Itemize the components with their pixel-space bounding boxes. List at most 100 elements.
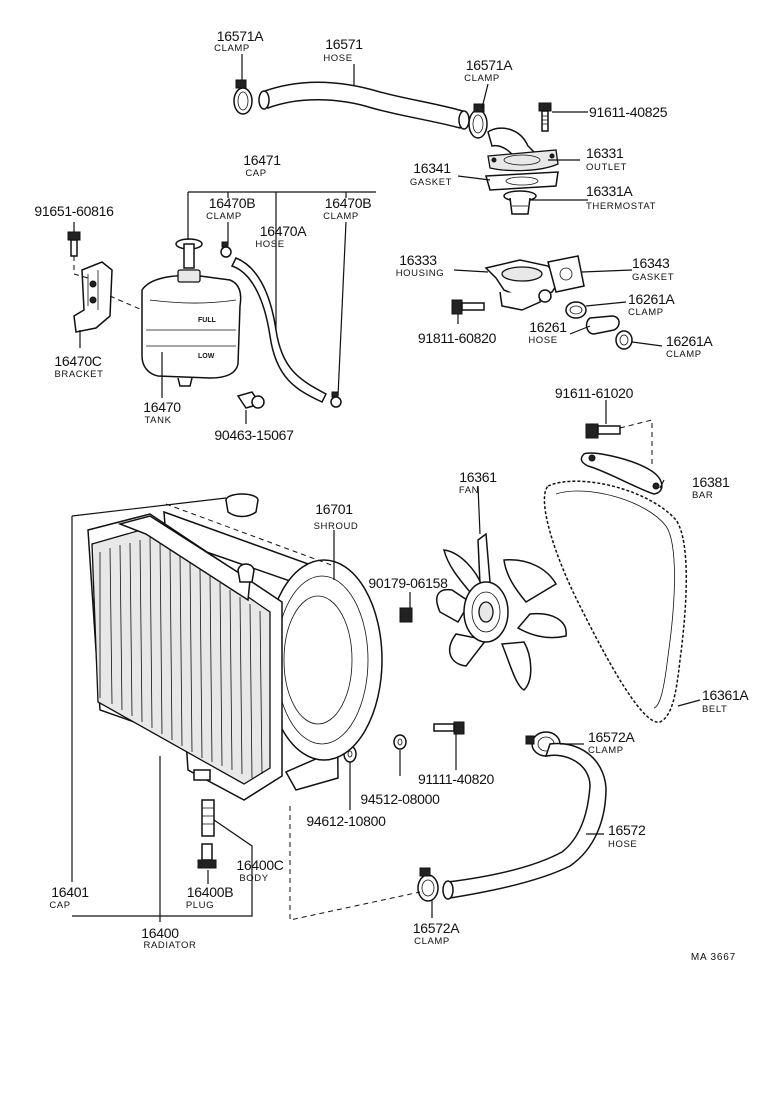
callout-91811-60820: 91811-60820 (418, 330, 497, 346)
tank-full-marking: FULL (198, 317, 217, 324)
part-name: PLUG (186, 900, 214, 911)
clamp-16261a-bottom-drawing (615, 330, 633, 350)
hose-16470a-drawing (230, 257, 327, 403)
callout-16261a-top: 16261A CLAMP (628, 291, 676, 318)
part-number: 16333 (399, 252, 437, 268)
callout-91651-60816: 91651-60816 (34, 203, 114, 219)
part-name: SHROUD (314, 521, 359, 532)
cap-16401-drawing (225, 493, 259, 518)
part-number: 16261 (529, 319, 567, 335)
bracket-16470c-drawing (73, 261, 113, 333)
part-name: HOSE (608, 839, 637, 850)
callout-16701: 16701 SHROUD (314, 501, 359, 532)
part-number: 16572A (588, 729, 635, 745)
part-name: CLAMP (628, 307, 664, 318)
part-name: GASKET (632, 272, 674, 283)
body-16400c-drawing (201, 799, 215, 837)
callout-16401: 16401 CAP (49, 884, 89, 911)
thermostat-16331a-drawing (503, 190, 537, 215)
bolt-91611-61020-drawing (585, 423, 621, 439)
hose-16571-drawing (258, 81, 470, 130)
part-name: BODY (239, 873, 268, 884)
part-number: 16261A (666, 333, 713, 349)
callout-16571a-right: 16571A CLAMP (464, 57, 513, 84)
callout-16261a-bottom: 16261A CLAMP (666, 333, 714, 360)
part-number: 16361 (459, 469, 497, 485)
bolt-91611-40825-drawing (538, 102, 552, 132)
bolt-90463-15067-drawing (236, 391, 265, 409)
part-number: 16331 (586, 145, 624, 161)
callout-16400b: 16400B PLUG (186, 884, 234, 911)
bar-16381-drawing (580, 452, 663, 495)
callout-90463-15067: 90463-15067 (214, 427, 294, 443)
callout-16333: 16333 HOUSING (396, 252, 445, 279)
part-name: HOSE (528, 335, 557, 346)
part-number: 16331A (586, 183, 633, 199)
part-name: HOSE (255, 239, 284, 250)
bolt-91651-60816-drawing (67, 231, 81, 257)
part-number: 16571A (466, 57, 513, 73)
part-number: 16343 (632, 255, 670, 271)
part-number: 91111-40820 (418, 771, 495, 787)
part-number: 91611-61020 (555, 385, 634, 401)
callout-16470c: 16470C BRACKET (54, 353, 103, 380)
part-number: 90463-15067 (214, 427, 294, 443)
part-number: 16470B (209, 195, 255, 211)
part-name: CAP (245, 168, 266, 179)
part-number: 16400 (141, 925, 179, 941)
clamp-16261a-top-drawing (565, 301, 587, 319)
callout-16381: 16381 BAR (692, 474, 730, 501)
belt-16361a-drawing (543, 480, 688, 723)
callout-16572: 16572 HOSE (608, 822, 646, 850)
callout-16400: 16400 RADIATOR (141, 925, 196, 951)
leader-lines (71, 54, 701, 922)
part-number: 16572 (608, 822, 646, 838)
part-number: 16341 (413, 160, 451, 176)
clamp-16470b-right-drawing (330, 391, 342, 408)
part-name: CLAMP (323, 211, 359, 222)
bolt-91111-40820-drawing (433, 721, 465, 735)
part-number: 94512-08000 (360, 791, 440, 807)
callout-91611-40825: 91611-40825 (589, 104, 668, 120)
clamp-16571a-left-drawing (233, 79, 253, 115)
clamp-16572a-bottom-drawing (417, 867, 439, 902)
callout-16571a-top: 16571A CLAMP (214, 28, 264, 54)
plug-16400b-drawing (197, 843, 217, 869)
part-number: 91651-60816 (34, 203, 114, 219)
drawing-code: MA 3667 (691, 952, 736, 963)
callout-94512-08000: 94512-08000 (360, 791, 440, 807)
part-name: RADIATOR (143, 940, 196, 951)
callout-16361a: 16361A BELT (702, 687, 750, 715)
callout-16331a: 16331A THERMOSTAT (586, 183, 656, 212)
callout-16572a-bottom: 16572A CLAMP (413, 920, 461, 947)
clamp-16470b-left-drawing (220, 241, 232, 258)
callout-16471: 16471 CAP (243, 152, 281, 179)
part-number: 16400C (236, 857, 283, 873)
gasket-16343-drawing (547, 255, 585, 293)
part-name: HOUSING (396, 268, 445, 279)
callout-16572a-top: 16572A CLAMP (588, 729, 636, 756)
part-number: 16470A (260, 223, 307, 239)
hose-16572-drawing (442, 742, 607, 900)
cap-16471-drawing (175, 238, 203, 269)
part-name: THERMOSTAT (586, 201, 656, 212)
part-number: 16470B (325, 195, 371, 211)
shroud-16701-drawing (163, 510, 383, 791)
callout-16261: 16261 HOSE (528, 319, 567, 346)
part-name: CLAMP (214, 43, 250, 54)
callout-16400c: 16400C BODY (236, 857, 284, 884)
callout-91111-40820: 91111-40820 (418, 771, 495, 787)
gasket-16341-drawing (485, 171, 559, 191)
housing-16333-drawing (484, 259, 561, 311)
part-number: 16400B (187, 884, 233, 900)
part-name: BAR (692, 490, 713, 501)
part-name: CAP (49, 900, 70, 911)
clamp-16571a-right-drawing (468, 103, 488, 139)
part-number: 94612-10800 (306, 813, 386, 829)
bolt-90179-06158-drawing (399, 607, 413, 623)
part-name: CLAMP (588, 745, 624, 756)
part-name: TANK (144, 415, 171, 426)
part-number: 16572A (413, 920, 460, 936)
callout-16361: 16361 FAN (459, 469, 498, 496)
callout-16470a: 16470A HOSE (255, 223, 307, 250)
